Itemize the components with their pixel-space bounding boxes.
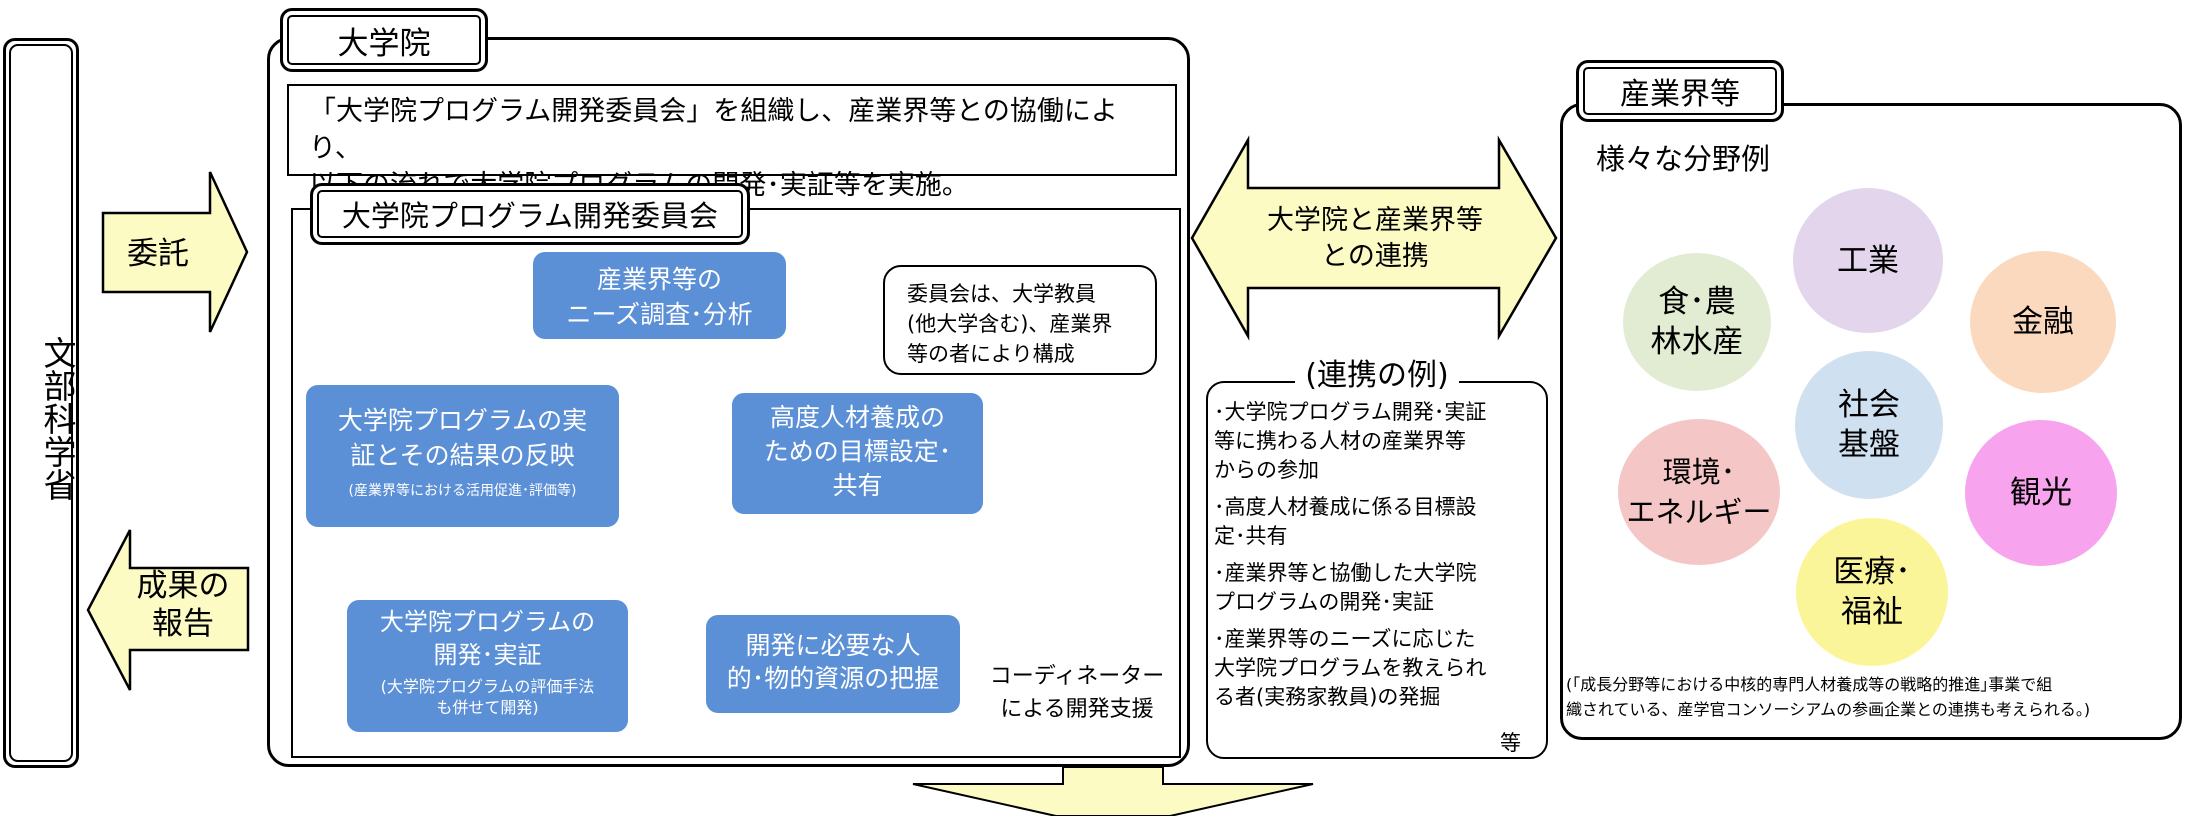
committee-note: 委員会は、大学教員 (他大学含む)、産業界 等の者により構成 bbox=[883, 265, 1157, 375]
examples-list: ･大学院プログラム開発･実証 等に携わる人材の産業界等 からの参加 ･高度人材養… bbox=[1214, 398, 1544, 712]
example-item: ･産業界等と協働した大学院 プログラムの開発･実証 bbox=[1214, 561, 1477, 614]
step-program-development: 大学院プログラムの 開発･実証 (大学院プログラムの評価手法 も併せて開発) bbox=[347, 600, 628, 732]
step-resources: 開発に必要な人 的･物的資源の把握 bbox=[706, 615, 960, 713]
field-agriculture: 食･農 林水産 bbox=[1623, 253, 1771, 391]
examples-tail: 等 bbox=[1500, 731, 1521, 755]
example-item: ･産業界等のニーズに応じた 大学院プログラムを教えられ る者(実務家教員)の発掘 bbox=[1214, 627, 1487, 709]
step-needs-survey: 産業界等の ニーズ調査･分析 bbox=[533, 252, 786, 339]
step-verification-main: 大学院プログラムの実 証とその結果の反映 bbox=[337, 406, 588, 470]
field-tourism: 観光 bbox=[1965, 420, 2117, 566]
partnership-arrow bbox=[1190, 135, 1558, 341]
step-verification-sub: (産業界等における活用促進･評価等) bbox=[348, 483, 577, 499]
industry-subtitle: 様々な分野例 bbox=[1596, 142, 1771, 176]
field-finance: 金融 bbox=[1970, 251, 2116, 393]
example-item: ･高度人材養成に係る目標設 定･共有 bbox=[1214, 495, 1477, 548]
industry-tab: 産業界等 bbox=[1576, 60, 1784, 122]
report-label: 成果の 報告 bbox=[136, 568, 230, 642]
committee-tab: 大学院プログラム開発委員会 bbox=[310, 183, 750, 245]
examples-title-text: (連携の例) bbox=[1295, 358, 1459, 393]
report-arrow bbox=[86, 529, 250, 691]
university-tab: 大学院 bbox=[280, 8, 488, 72]
bottom-arrow bbox=[912, 766, 1314, 816]
example-item: ･大学院プログラム開発･実証 等に携わる人材の産業界等 からの参加 bbox=[1214, 400, 1487, 482]
mext-label: 文部科学省 bbox=[38, 336, 77, 501]
step-program-development-main: 大学院プログラムの 開発･実証 bbox=[379, 608, 596, 669]
industry-footnote: (｢成長分野等における中核的専門人材養成等の戦略的推進｣事業で組 織されている、… bbox=[1566, 675, 2091, 719]
university-intro: 「大学院プログラム開発委員会」を組織し、産業界等との協働により、 以下の流れで大… bbox=[287, 84, 1177, 201]
field-energy: 環境･ エネルギー bbox=[1618, 419, 1780, 565]
field-industry: 工業 bbox=[1793, 188, 1943, 333]
field-infrastructure: 社会 基盤 bbox=[1795, 351, 1943, 499]
commission-label: 委託 bbox=[127, 236, 189, 272]
mext-box: 文部科学省 bbox=[3, 38, 79, 768]
step-verification: 大学院プログラムの実 証とその結果の反映 (産業界等における活用促進･評価等) bbox=[306, 385, 619, 527]
examples-box bbox=[1206, 381, 1548, 759]
commission-arrow bbox=[101, 171, 249, 333]
step-program-development-sub: (大学院プログラムの評価手法 も併せて開発) bbox=[380, 677, 595, 717]
examples-title: (連携の例) bbox=[1206, 350, 1548, 394]
partnership-arrow-label: 大学院と産業界等 との連携 bbox=[1267, 205, 1483, 272]
coordinator-label: コーディネーター による開発支援 bbox=[989, 664, 1165, 722]
step-goal-setting: 高度人材養成の ための目標設定･ 共有 bbox=[732, 393, 983, 514]
field-medical: 医療･ 福祉 bbox=[1796, 518, 1948, 666]
